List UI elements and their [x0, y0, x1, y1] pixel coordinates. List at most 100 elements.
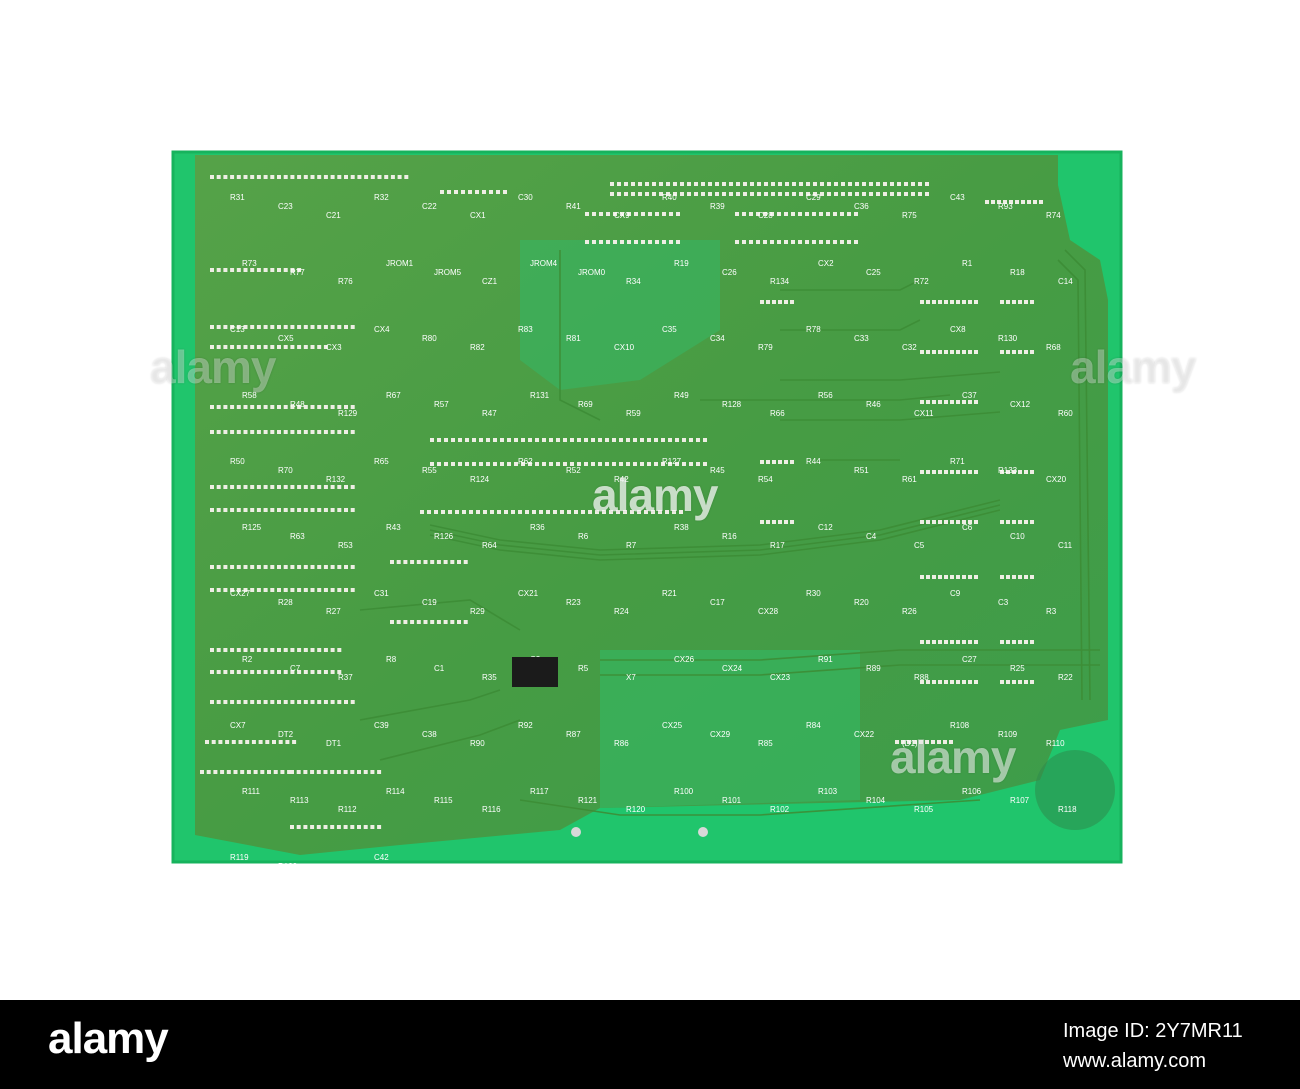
solder-pad: [735, 240, 739, 244]
solder-pad: [613, 212, 617, 216]
solder-pad: [216, 325, 221, 329]
solder-pad: [350, 508, 355, 512]
solder-pad: [223, 430, 228, 434]
solder-pad: [364, 175, 369, 179]
silkscreen-label: R88: [914, 673, 929, 682]
solder-pad: [310, 175, 315, 179]
solder-pad: [784, 240, 788, 244]
solder-pad: [507, 438, 511, 442]
solder-pad: [243, 325, 248, 329]
silkscreen-label: R43: [386, 523, 401, 532]
solder-pad: [317, 670, 322, 674]
solder-pad: [806, 182, 810, 186]
silkscreen-label: R50: [230, 457, 245, 466]
solder-pad: [1024, 680, 1028, 684]
solder-pad: [283, 670, 288, 674]
solder-pad: [337, 405, 342, 409]
solder-pad: [483, 510, 487, 514]
solder-pad: [926, 575, 930, 579]
solder-pad: [648, 212, 652, 216]
silkscreen-label: R3: [1046, 607, 1057, 616]
solder-pad: [290, 268, 295, 272]
silkscreen-label: R71: [950, 457, 965, 466]
silkscreen-label: R45: [710, 466, 725, 475]
silkscreen-label: R69: [578, 400, 593, 409]
silkscreen-label: R116: [482, 805, 501, 814]
solder-pad: [749, 240, 753, 244]
solder-pad: [673, 192, 677, 196]
solder-pad: [423, 620, 428, 624]
solder-pad: [920, 300, 924, 304]
silkscreen-label: R64: [482, 541, 497, 550]
solder-pad: [337, 430, 342, 434]
solder-pad: [968, 300, 972, 304]
solder-pad: [296, 770, 301, 774]
solder-pad: [416, 560, 421, 564]
solder-pad: [238, 740, 243, 744]
solder-pad: [270, 325, 275, 329]
copper-trace: [780, 411, 1001, 421]
solder-pad: [436, 620, 441, 624]
solder-pad: [503, 190, 507, 194]
solder-pad: [479, 438, 483, 442]
solder-pad: [919, 740, 923, 744]
silkscreen-label: R62: [518, 457, 533, 466]
copper-trace: [519, 799, 981, 816]
solder-pad: [991, 200, 995, 204]
silkscreen-label: C14: [1058, 277, 1073, 286]
solder-pad: [350, 588, 355, 592]
solder-pad: [588, 510, 592, 514]
solder-pad: [682, 438, 686, 442]
solder-pad: [450, 620, 455, 624]
solder-pad: [847, 240, 851, 244]
solder-pad: [592, 212, 596, 216]
solder-pad: [210, 325, 214, 329]
silkscreen-label: CX22: [854, 730, 875, 739]
solder-pad: [585, 240, 589, 244]
solder-pad: [236, 670, 241, 674]
solder-pad: [310, 670, 315, 674]
solder-pad: [687, 182, 691, 186]
solder-pad: [1024, 640, 1028, 644]
solder-pad: [263, 670, 268, 674]
solder-pad: [612, 462, 616, 466]
solder-pad: [1021, 200, 1025, 204]
solder-pad: [223, 565, 228, 569]
silkscreen-label: CX8: [950, 325, 966, 334]
solder-pad: [323, 588, 328, 592]
solder-pad: [827, 192, 831, 196]
solder-pad: [1018, 470, 1022, 474]
solder-pad: [457, 620, 461, 624]
solder-pad: [944, 520, 948, 524]
solder-pad: [644, 510, 648, 514]
solder-pad: [303, 565, 308, 569]
solder-pad: [303, 670, 308, 674]
solder-pad: [785, 182, 789, 186]
solder-pad: [729, 182, 733, 186]
solder-pad: [1024, 300, 1028, 304]
solder-pad: [883, 192, 887, 196]
solder-pad: [1006, 470, 1010, 474]
solder-pad: [230, 430, 235, 434]
silkscreen-label: R118: [1058, 805, 1077, 814]
solder-pad: [263, 345, 268, 349]
solder-pad: [876, 182, 880, 186]
solder-pad: [819, 240, 823, 244]
solder-pad: [440, 190, 444, 194]
solder-pad: [703, 438, 707, 442]
silkscreen-label: R114: [386, 787, 405, 796]
solder-pad: [277, 648, 281, 652]
solder-pad: [303, 508, 308, 512]
solder-pad: [216, 430, 221, 434]
silkscreen-label: R103: [818, 787, 838, 796]
solder-pad: [792, 182, 796, 186]
solder-pad: [223, 325, 228, 329]
solder-pad: [1024, 520, 1028, 524]
solder-pad: [243, 268, 248, 272]
solder-pad: [270, 485, 275, 489]
solder-pad: [236, 325, 241, 329]
silkscreen-label: R58: [242, 391, 257, 400]
solder-pad: [676, 212, 680, 216]
solder-pad: [465, 462, 469, 466]
silkscreen-label: R134: [770, 277, 790, 286]
